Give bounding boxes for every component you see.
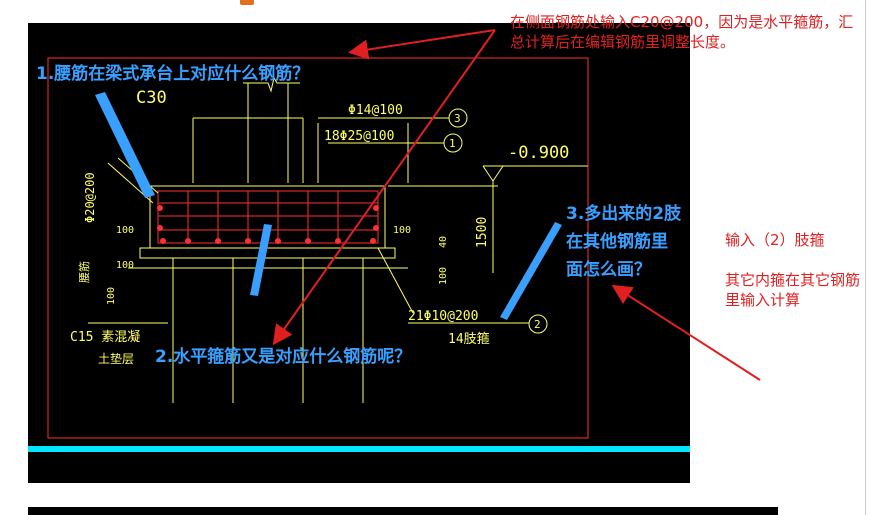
label-2: 2 [534,318,541,331]
piles [172,258,364,403]
dim-1500: 1500 [475,217,490,248]
concrete-grade: C30 [136,88,167,108]
dim-40: 40 [438,236,449,248]
dim-100-d: 100 [438,267,449,285]
question-3: 3.多出来的2肢在其他钢筋里面怎么画？ [566,204,682,280]
stirrup-legs: 14肢箍 [448,331,490,347]
rebar-cage [157,190,379,244]
dim-100-a: 100 [116,225,134,236]
rebar-dots [157,205,379,244]
column-outline [243,76,300,183]
bottom-strip [28,507,778,515]
label-3: 3 [454,112,461,125]
question-1: 1.腰筋在梁式承台上对应什么钢筋？ [36,64,310,84]
stirrup-spec: 21Φ10@200 [408,309,478,324]
right-note-2: 其它内箍在其它钢筋里输入计算 [725,271,861,309]
label-1: 1 [449,137,456,150]
elevation-value: -0.900 [508,143,569,163]
dim-100-b: 100 [116,260,134,271]
pad-label: 土垫层 [98,351,134,366]
toolbar-icon [240,0,254,5]
right-note-1: 输入（2）肢箍 [725,231,825,249]
dim-100-e: 100 [393,225,411,236]
waist-bar-spec: Φ20@200 [83,172,97,223]
rebar-main: 18Φ25@100 [324,129,394,144]
dim-100-c: 100 [106,287,117,305]
pad-grade: C15 素混凝 [70,329,140,345]
rebar-top-distrib: Φ14@100 [348,103,403,118]
page-right-border [865,0,873,515]
cyan-bar [28,446,690,452]
top-red-note: 在侧面钢筋处输入C20@200，因为是水平箍筋，汇总计算后在编辑钢筋里调整长度。 [510,13,854,51]
question-2: 2.水平箍筋又是对应什么钢筋呢？ [155,347,412,367]
waist-bar-label: 腰筋 [77,261,91,283]
